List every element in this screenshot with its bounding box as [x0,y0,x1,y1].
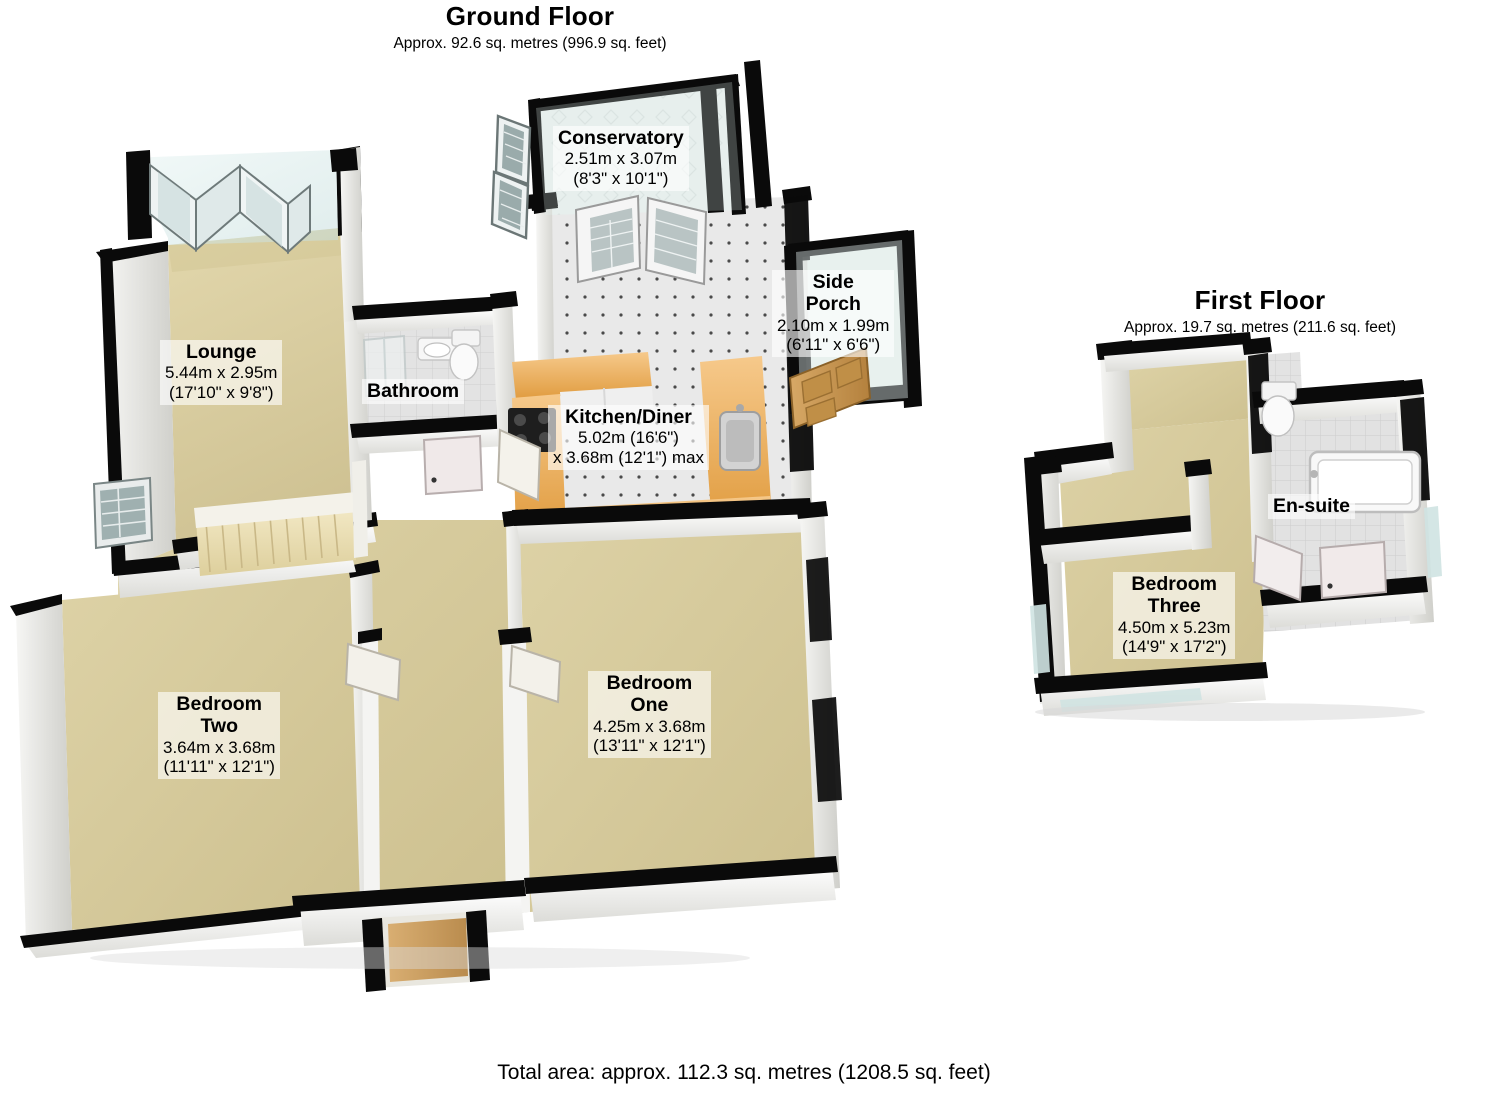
conservatory-name: Conservatory [558,127,684,149]
room-label-kitchen-diner: Kitchen/Diner 5.02m (16'6") x 3.68m (12'… [548,405,709,470]
window-lounge [92,476,154,550]
bedroom-three-imperial: (14'9" x 17'2") [1121,637,1227,657]
first-floor-plan [1024,332,1442,721]
wall-top-bed1-top [512,498,812,526]
kitchen-imperial: x 3.68m (12'1") max [553,447,704,467]
staircase [194,460,368,576]
first-floor-area: Approx. 19.7 sq. metres (211.6 sq. feet) [1124,318,1396,336]
room-label-conservatory: Conservatory 2.51m x 3.07m (8'3" x 10'1"… [553,126,689,191]
bedroom-three-name-line2: Three [1147,595,1201,618]
kitchen-name: Kitchen/Diner [565,406,692,428]
room-label-ensuite: En-suite [1268,494,1355,520]
wall-top-ensuite-top [1252,380,1406,408]
wall-top-bed2-bottom [20,898,362,948]
lounge-name: Lounge [186,341,257,363]
kitchen-sink [719,404,761,471]
conservatory-metric: 2.51m x 3.07m [564,149,678,169]
ground-floor-title: Ground Floor [445,1,615,31]
conservatory-french-doors [574,194,708,286]
ground-floor-heading: Ground Floor Approx. 92.6 sq. metres (99… [215,2,845,54]
side-porch-metric: 2.10m x 1.99m [777,315,890,335]
wall-top-bed2-hall [348,560,380,578]
conservatory-imperial: (8'3" x 10'1") [573,168,669,188]
bedroom-two-name-line2: Two [200,715,238,738]
lounge-imperial: (17'10" x 9'8") [168,382,274,402]
wall-top-bathroom-top [352,296,506,320]
bathroom-toilet [449,329,481,381]
wall-top-lounge-topright [330,148,358,172]
wall-face-bathroom-top [356,308,502,334]
total-area-text: Total area: approx. 112.3 sq. metres (12… [497,1061,991,1084]
side-porch-name-line2: Porch [805,293,861,316]
kitchen-metric: 5.02m (16'6") [578,428,679,448]
side-porch-name-line1: Side [812,271,854,293]
ensuite-door [1318,540,1388,600]
ensuite-name: En-suite [1273,495,1350,517]
room-label-bedroom-two: Bedroom Two 3.64m x 3.68m (11'11" x 12'1… [158,692,281,779]
room-label-bedroom-one: Bedroom One 4.25m x 3.68m (13'11" x 12'1… [588,671,711,758]
room-label-lounge: Lounge 5.44m x 2.95m (17'10" x 9'8") [160,340,283,405]
first-floor-heading: First Floor Approx. 19.7 sq. metres (211… [1040,286,1480,338]
side-porch-front-door [788,346,872,430]
wall-top-bed2-left [10,594,62,616]
first-floor-title: First Floor [1194,285,1326,315]
ensuite-fixtures [1261,381,1422,600]
bedroom-two-metric: 3.64m x 3.68m [163,737,276,757]
front-door [362,910,490,992]
wall-top-bathroom-bottom [350,414,510,438]
wall-face-lounge-right-upper [340,147,364,322]
bifold-doors-lounge [149,162,311,255]
room-label-bedroom-three: Bedroom Three 4.50m x 5.23m (14'9" x 17'… [1113,572,1236,659]
ensuite-toilet [1261,381,1297,437]
bedroom-one-metric: 4.25m x 3.68m [593,716,706,736]
wall-face-bed1-bottom [530,866,836,922]
lounge-metric: 5.44m x 2.95m [165,363,278,383]
bedroom-one-name-line1: Bedroom [606,672,693,694]
bedroom-three-name-line1: Bedroom [1131,573,1218,595]
room-label-bathroom: Bathroom [362,379,465,405]
bedroom-one-door [508,644,562,704]
wall-top-ff-top [1098,332,1252,360]
wall-top-lounge-topleft [126,150,152,240]
ff-windows [1030,506,1442,712]
bedroom-one-name-line2: One [630,694,669,717]
bedroom-two-imperial: (11'11" x 12'1") [163,757,275,777]
bathroom-door [422,434,484,496]
bathroom-name: Bathroom [367,380,460,402]
ground-floor-area: Approx. 92.6 sq. metres (996.9 sq. feet) [393,34,667,52]
side-porch-imperial: (6'11" x 6'6") [786,335,881,355]
kitchen-door-hall [496,428,542,502]
room-label-side-porch: Side Porch 2.10m x 1.99m (6'11" x 6'6") [772,270,895,357]
conservatory-windows-left [490,114,532,240]
wall-face-bed2-left [16,600,72,944]
bedroom-three-door [1252,534,1304,602]
bedroom-one-imperial: (13'11" x 12'1") [593,736,706,756]
bedroom-two-door [344,642,402,702]
wall-top-left-lounge [96,241,168,263]
bedroom-two-name-line1: Bedroom [176,693,263,715]
bedroom-three-metric: 4.50m x 5.23m [1118,617,1231,637]
counter-top-left [512,352,652,400]
ground-floor-plan [10,60,922,992]
